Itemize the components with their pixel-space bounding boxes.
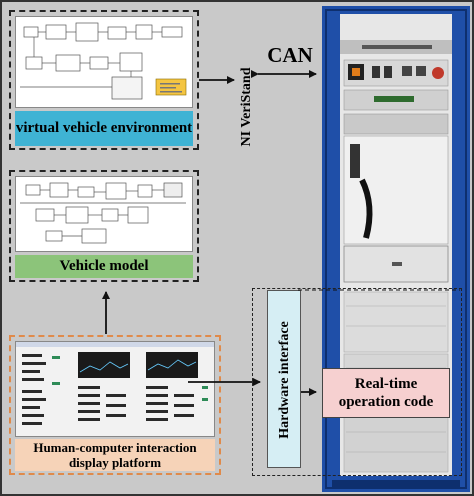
can-label: CAN [260, 42, 320, 68]
realtime-text-line2: operation code [338, 394, 434, 410]
realtime-code-box: Real-time operation code [322, 368, 450, 418]
vehicle-model-label: Vehicle model [15, 255, 193, 278]
realtime-text-line1: Real-time [354, 376, 418, 392]
hardware-interface-box: Hardware interface [267, 290, 301, 468]
dashboard-icon [16, 342, 214, 436]
vehicle-model-text: Vehicle model [59, 258, 149, 274]
hmi-block: Human-computer interaction display platf… [9, 335, 221, 475]
virtual-env-text: virtual vehicle environment [15, 120, 193, 136]
vehicle-model-diagram-icon [16, 177, 192, 251]
vehicle-model-block: Vehicle model [9, 170, 199, 282]
simulink-diagram-icon [16, 17, 192, 107]
hmi-screenshot [15, 341, 215, 437]
virtual-env-label: virtual vehicle environment [15, 111, 193, 146]
hmi-text-line2: display platform [68, 455, 162, 470]
hmi-label: Human-computer interaction display platf… [15, 439, 215, 471]
virtual-env-screenshot [15, 16, 193, 108]
virtual-env-block: virtual vehicle environment [9, 10, 199, 150]
vehicle-model-screenshot [15, 176, 193, 252]
can-text: CAN [267, 42, 313, 67]
hmi-text-line1: Human-computer interaction [33, 440, 197, 455]
